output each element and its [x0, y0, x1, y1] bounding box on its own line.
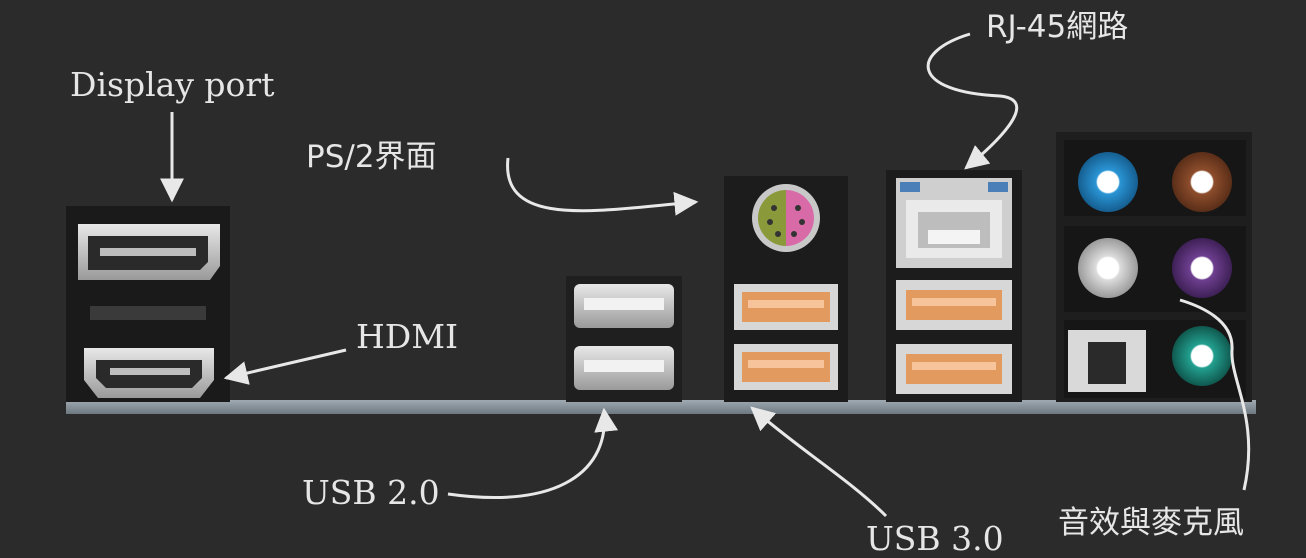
usb2-port-stack: [566, 276, 682, 402]
ps2-port: [752, 184, 820, 252]
hdmi-connector: [84, 348, 214, 398]
usb2-label: USB 2.0: [302, 473, 440, 512]
arrow-ps2: [506, 157, 699, 216]
ps2-usb3-stack: [724, 176, 848, 402]
audio-jack-brown: [1172, 152, 1232, 212]
audio-jack-teal: [1172, 326, 1232, 386]
audio-jack-blue: [1078, 152, 1138, 212]
displayport-connector: [78, 224, 220, 280]
hdmi-label: HDMI: [356, 317, 459, 356]
arrow-rj45: [926, 32, 1019, 170]
audio-jack-purple: [1172, 238, 1232, 298]
audio-jack-block: [1056, 132, 1252, 402]
rj45-label: RJ-45網路: [986, 9, 1129, 45]
arrow-usb3: [750, 406, 888, 518]
rj45-usb3-stack: [886, 170, 1022, 402]
ps2-label: PS/2界面: [306, 139, 437, 175]
io-shield-plate: [66, 400, 1256, 414]
io-panel-illustration: [66, 32, 1256, 518]
spdif-optical-port: [1068, 330, 1146, 392]
audio-mic-label: 音效與麥克風: [1058, 505, 1244, 541]
usb3-label: USB 3.0: [866, 519, 1004, 558]
audio-jack-gray: [1078, 238, 1138, 298]
arrow-usb2: [447, 407, 619, 499]
rj45-port: [896, 178, 1012, 268]
arrow-audio: [1179, 298, 1251, 491]
arrow-hdmi: [223, 348, 347, 385]
video-port-block: [66, 206, 230, 402]
display-port-label: Display port: [70, 65, 275, 104]
